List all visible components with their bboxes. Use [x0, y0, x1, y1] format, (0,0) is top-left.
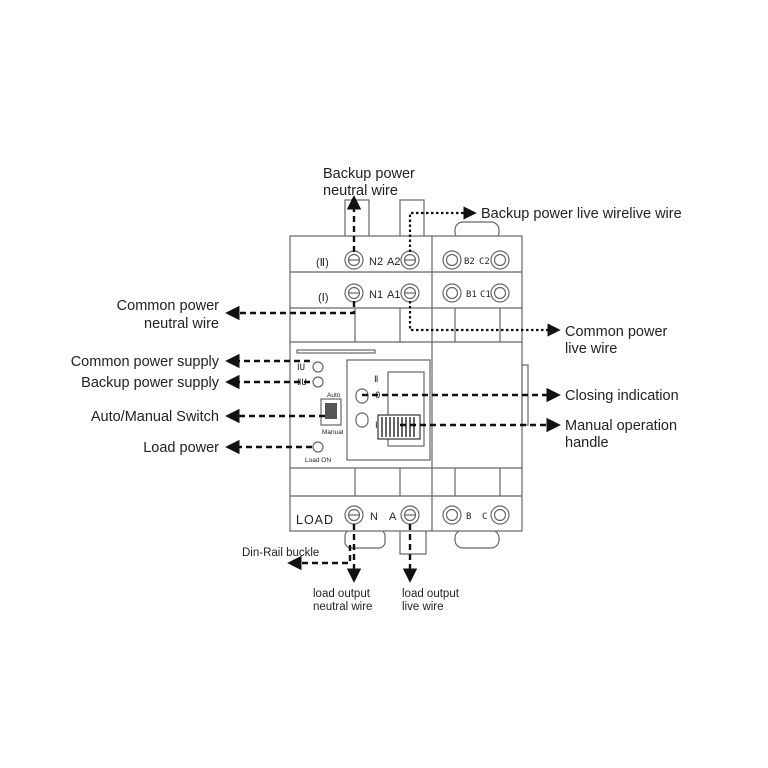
manual-operation-handle	[377, 414, 421, 440]
callout-labels: Backup power neutral wire Backup power l…	[71, 166, 682, 613]
terminal-screw-b	[442, 505, 462, 525]
top-clip-mid	[399, 199, 425, 241]
terminal-screw-c	[490, 505, 510, 525]
label-load-neutral-1: load output	[313, 588, 371, 600]
terminal-row-backup: N2 A2 B2 C2	[344, 250, 510, 270]
terminal-a1-label: A1	[387, 289, 400, 301]
label-manual-handle-1: Manual operation	[565, 418, 677, 434]
load-power-led	[312, 441, 324, 453]
switch-manual-label: Manual	[322, 429, 344, 436]
label-auto-manual: Auto/Manual Switch	[91, 409, 219, 425]
terminal-b1-label: B1	[466, 290, 477, 300]
pos-i-label: Ⅰ	[375, 421, 378, 431]
panel-top-bar	[296, 349, 376, 354]
terminal-b2-label: B2	[464, 257, 475, 267]
row-backup-label: (Ⅱ)	[316, 257, 329, 269]
label-load-power: Load power	[143, 440, 219, 456]
label-backup-live: Backup power live wirelive wire	[481, 206, 682, 222]
terminal-row-common: N1 A1 B1 C1	[344, 283, 510, 303]
din-rail-clip-right	[454, 529, 500, 549]
load-on-label: Load ON	[305, 457, 331, 464]
label-backup-supply: Backup power supply	[81, 375, 220, 391]
label-common-neutral-1: Common power	[117, 298, 220, 314]
switch-auto-label: Auto	[327, 392, 341, 399]
label-manual-handle-2: handle	[565, 435, 609, 451]
common-supply-led	[312, 361, 324, 373]
arrow-common-neutral	[225, 301, 356, 321]
led-backup-label: ⅡU	[297, 378, 307, 388]
arrow-backup-live	[408, 206, 477, 252]
callout-arrows	[225, 195, 561, 583]
terminal-screw-c1	[490, 283, 510, 303]
label-din-rail: Din-Rail buckle	[242, 547, 319, 559]
label-load-live-2: live wire	[402, 601, 444, 613]
label-load-live-1: load output	[402, 588, 460, 600]
terminal-screw-b1	[442, 283, 462, 303]
terminal-row-load: N A B C	[344, 505, 510, 525]
auto-manual-switch-slider	[325, 403, 337, 419]
pos-ii-label: Ⅱ	[374, 375, 378, 385]
terminal-screw-c2	[490, 250, 510, 270]
label-backup-neutral-2: neutral wire	[323, 183, 398, 199]
transfer-switch-device: (Ⅱ) (Ⅰ) LOAD N2 A2 B2 C2	[289, 199, 529, 555]
label-closing-indication: Closing indication	[565, 388, 679, 404]
top-clip-left	[344, 199, 370, 241]
label-common-neutral-2: neutral wire	[144, 316, 219, 332]
label-common-live-1: Common power	[565, 324, 668, 340]
backup-supply-led	[312, 376, 324, 388]
terminal-c-label: C	[482, 512, 487, 522]
label-backup-neutral-1: Backup power	[323, 166, 415, 182]
load-label: LOAD	[296, 513, 334, 527]
closing-indicator-bottom	[355, 412, 369, 428]
terminal-c1-label: C1	[480, 290, 491, 300]
terminal-n2-label: N2	[369, 256, 383, 268]
terminal-screw-b2	[442, 250, 462, 270]
led-common-label: ⅠU	[297, 363, 305, 373]
terminal-c2-label: C2	[479, 257, 490, 267]
terminal-b-label: B	[466, 512, 471, 522]
terminal-a2-label: A2	[387, 256, 400, 268]
terminal-n-label: N	[370, 511, 378, 523]
din-rail-clip-mid	[399, 529, 427, 555]
row-common-label: (Ⅰ)	[318, 292, 329, 304]
label-common-supply: Common power supply	[71, 354, 220, 370]
terminal-n1-label: N1	[369, 289, 383, 301]
terminal-a-label: A	[389, 511, 397, 523]
label-load-neutral-2: neutral wire	[313, 601, 372, 613]
arrow-din-rail	[287, 545, 352, 571]
label-common-live-2: live wire	[565, 341, 617, 357]
